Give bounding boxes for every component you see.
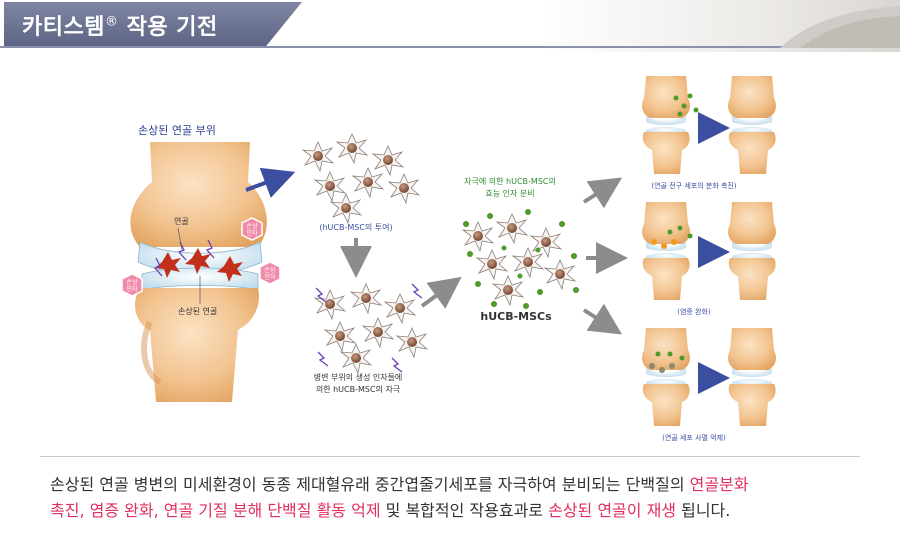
secreting-cells-cluster xyxy=(462,209,579,309)
arrow-to-administration xyxy=(245,167,296,198)
damaged-area-label: 손상된 연골 부위 xyxy=(138,124,216,137)
mechanism-caption: 손상된 연골 병변의 미세환경이 동종 제대혈유래 중간엽줄기세포를 자극하여 … xyxy=(50,475,749,520)
cells-label: hUCB-MSCs xyxy=(480,310,552,323)
outcome-2-label: (염증 완화) xyxy=(677,308,711,316)
stimulation-label-line2: 의한 hUCB-MSC의 자극 xyxy=(316,384,400,394)
page-title: 카티스템® 작용 기전 xyxy=(22,14,218,40)
administered-cells-cluster xyxy=(302,133,420,224)
title-tab xyxy=(4,2,302,46)
header-underline xyxy=(0,46,900,48)
outcome-3-label: (연골 세포 사멸 억제) xyxy=(662,433,726,442)
stimulated-cells-cluster xyxy=(314,283,428,374)
outcome-2-knees xyxy=(642,202,776,300)
caption-divider xyxy=(40,456,860,457)
arrow-to-outcome-3 xyxy=(582,303,623,335)
secretion-label-line2: 효능 인자 분비 xyxy=(485,188,534,198)
arrow-to-secretion xyxy=(420,276,462,309)
outcome-1-label: (연골 전구 세포의 분화 촉진) xyxy=(651,181,736,190)
damaged-cartilage-label: 손상된 연골 xyxy=(178,306,217,316)
header-decoration xyxy=(780,6,900,48)
secretion-label-line1: 자극에 의한 hUCB-MSC의 xyxy=(464,176,556,186)
arrow-to-outcome-1 xyxy=(582,177,623,209)
stimulation-label-line1: 병변 부위의 생성 인자들에 xyxy=(314,372,403,382)
administration-label: (hUCB-MSC의 투여) xyxy=(319,222,392,232)
outcome-3-knees xyxy=(642,328,776,426)
outcome-1-knees xyxy=(642,76,776,174)
cartilage-label: 연골 xyxy=(174,217,189,226)
